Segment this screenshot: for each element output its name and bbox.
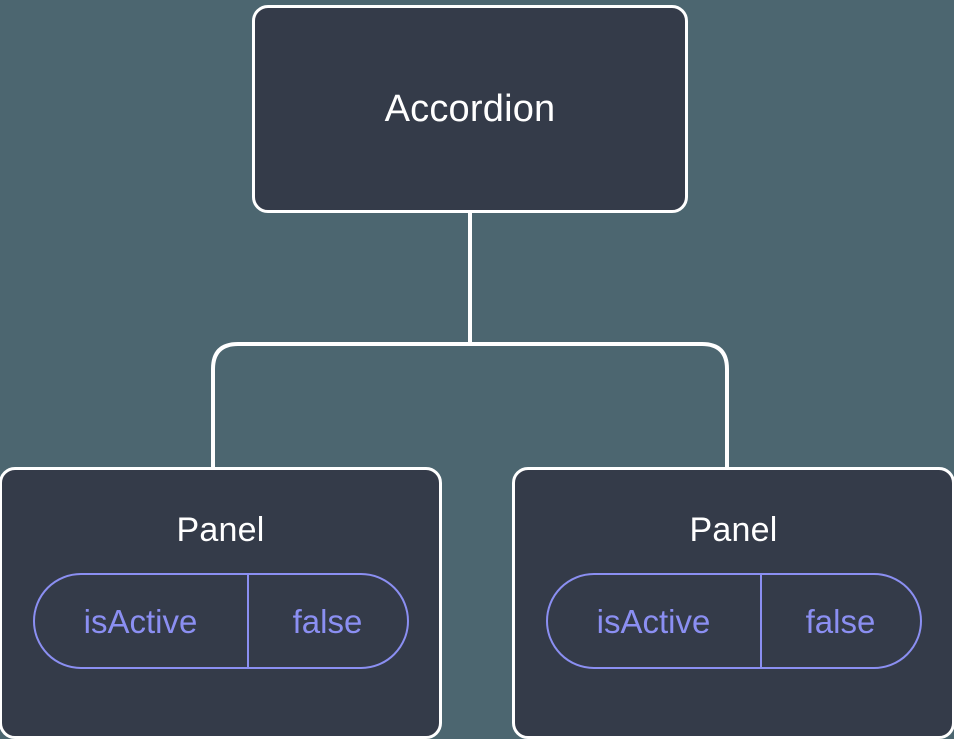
prop-pill-isactive-2[interactable]: isActive false bbox=[545, 573, 922, 669]
node-panel-2[interactable]: Panel isActive false bbox=[512, 467, 954, 739]
prop-value-isactive-1: false bbox=[246, 575, 407, 667]
node-panel-1-label: Panel bbox=[176, 511, 265, 549]
node-panel-2-label: Panel bbox=[689, 511, 778, 549]
connector-branch-bus bbox=[211, 342, 729, 470]
node-accordion-label: Accordion bbox=[384, 88, 556, 130]
node-panel-1[interactable]: Panel isActive false bbox=[0, 467, 442, 739]
prop-value-isactive-2: false bbox=[759, 575, 920, 667]
prop-pill-isactive-1[interactable]: isActive false bbox=[32, 573, 409, 669]
prop-key-isactive-1: isActive bbox=[83, 602, 198, 640]
prop-key-isactive-2: isActive bbox=[596, 602, 711, 640]
node-accordion[interactable]: Accordion bbox=[252, 5, 688, 213]
